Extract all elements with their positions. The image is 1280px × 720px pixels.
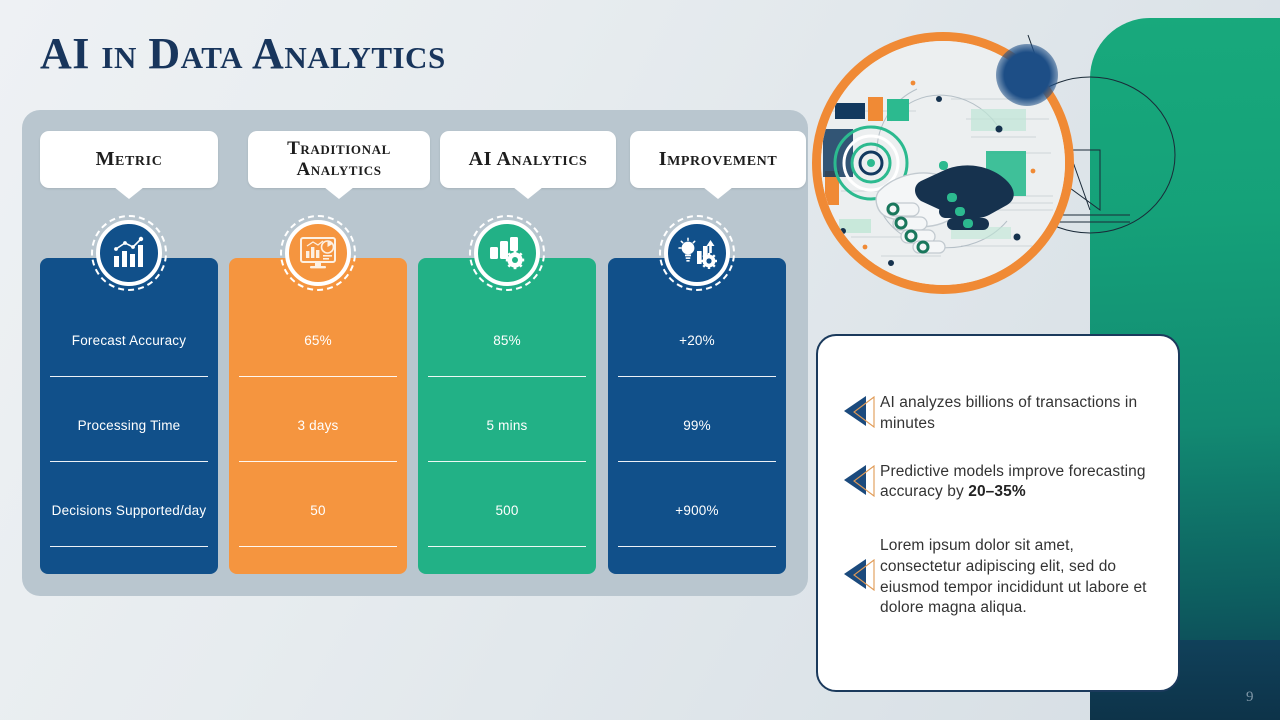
insights-callout-box: AI analyzes billions of transactions in … [816, 334, 1180, 692]
cell-divider [239, 546, 397, 547]
table-cell: +900% [618, 469, 776, 554]
table-column-traditional: 65% 3 days 50 [229, 258, 407, 574]
bullet-marker [840, 394, 880, 429]
table-cell: 85% [428, 299, 586, 384]
table-column-improvement: +20% 99% +900% [608, 258, 786, 574]
cell-divider [428, 546, 586, 547]
cell-text: Processing Time [77, 418, 181, 434]
dashboard-monitor-icon [300, 237, 336, 269]
cell-text: 85% [493, 333, 521, 349]
badge-ai[interactable] [469, 215, 545, 291]
table-cell: Processing Time [50, 384, 208, 469]
badge-circle [285, 220, 351, 286]
table-header-row: Metric Traditional Analytics AI Analytic… [22, 131, 808, 199]
table-header-metric[interactable]: Metric [40, 131, 218, 199]
cell-divider [239, 461, 397, 462]
insight-bullet: Lorem ipsum dolor sit amet, consectetur … [840, 535, 1152, 619]
table-header-traditional-analytics[interactable]: Traditional Analytics [248, 131, 430, 199]
badge-improvement[interactable] [659, 215, 735, 291]
triangle-outline-icon [853, 464, 875, 497]
triangle-outline-icon [853, 395, 875, 429]
network-node-icon [996, 44, 1058, 106]
table-cell: 500 [428, 469, 586, 554]
table-cell: Decisions Supported/day [50, 469, 208, 554]
table-header-label: Traditional Analytics [287, 138, 391, 180]
bar-chart-trend-icon [114, 236, 144, 267]
bullet-text-run: Predictive models improve forecasting ac… [880, 462, 1146, 501]
bullet-text-run: AI analyzes billions of transactions in … [880, 394, 1138, 432]
cell-text: Decisions Supported/day [51, 503, 207, 519]
badge-circle [474, 220, 540, 286]
table-cell: 99% [618, 384, 776, 469]
bars-gear-icon [490, 237, 525, 270]
table-header-label: Improvement [658, 147, 778, 170]
table-cell: 5 mins [428, 384, 586, 469]
table-cell: +20% [618, 299, 776, 384]
bullet-text-emphasis: 20–35% [968, 483, 1026, 501]
insight-bullet-text: Predictive models improve forecasting ac… [880, 461, 1152, 504]
bullet-marker [840, 463, 880, 497]
insight-bullet: AI analyzes billions of transactions in … [840, 392, 1152, 435]
cell-text: 3 days [297, 418, 339, 434]
badge-traditional[interactable] [280, 215, 356, 291]
bullet-marker [840, 537, 880, 592]
table-header-improvement[interactable]: Improvement [630, 131, 806, 199]
page-title: AI in Data Analytics [40, 29, 446, 78]
table-header-ai-analytics[interactable]: AI Analytics [440, 131, 616, 199]
ai-handshake-illustration [800, 10, 1180, 320]
triangle-outline-icon [853, 558, 875, 592]
cell-divider [428, 461, 586, 462]
handshake-graphic [821, 41, 1065, 285]
cell-divider [50, 376, 208, 377]
insight-bullet-text: AI analyzes billions of transactions in … [880, 392, 1152, 435]
table-cell: 3 days [239, 384, 397, 469]
cell-text: 5 mins [486, 418, 528, 434]
cell-text: Forecast Accuracy [71, 333, 187, 349]
table-header-label: AI Analytics [468, 147, 588, 170]
cell-divider [239, 376, 397, 377]
bullet-text-run: Lorem ipsum dolor sit amet, consectetur … [880, 537, 1147, 617]
table-cell: Forecast Accuracy [50, 299, 208, 384]
cell-divider [618, 376, 776, 377]
table-header-label: Metric [95, 147, 163, 170]
table-column-ai: 85% 5 mins 500 [418, 258, 596, 574]
insight-bullet-text: Lorem ipsum dolor sit amet, consectetur … [880, 535, 1152, 619]
cell-divider [618, 461, 776, 462]
badge-circle [664, 220, 730, 286]
cell-text: 65% [304, 333, 332, 349]
cell-text: 50 [310, 503, 326, 519]
table-column-metric: Forecast Accuracy Processing Time Decisi… [40, 258, 218, 574]
page-number: 9 [1246, 689, 1254, 705]
table-cell: 65% [239, 299, 397, 384]
insight-bullet: Predictive models improve forecasting ac… [840, 461, 1152, 504]
cell-text: 99% [683, 418, 711, 434]
cell-divider [428, 376, 586, 377]
cell-text: +900% [675, 503, 719, 519]
badge-metric[interactable] [91, 215, 167, 291]
cell-text: +20% [679, 333, 715, 349]
cell-divider [618, 546, 776, 547]
table-cell: 50 [239, 469, 397, 554]
badge-circle [96, 220, 162, 286]
cell-divider [50, 546, 208, 547]
cell-divider [50, 461, 208, 462]
illustration-ring [812, 32, 1074, 294]
cell-text: 500 [495, 503, 519, 519]
lightbulb-growth-gear-icon [678, 237, 717, 269]
